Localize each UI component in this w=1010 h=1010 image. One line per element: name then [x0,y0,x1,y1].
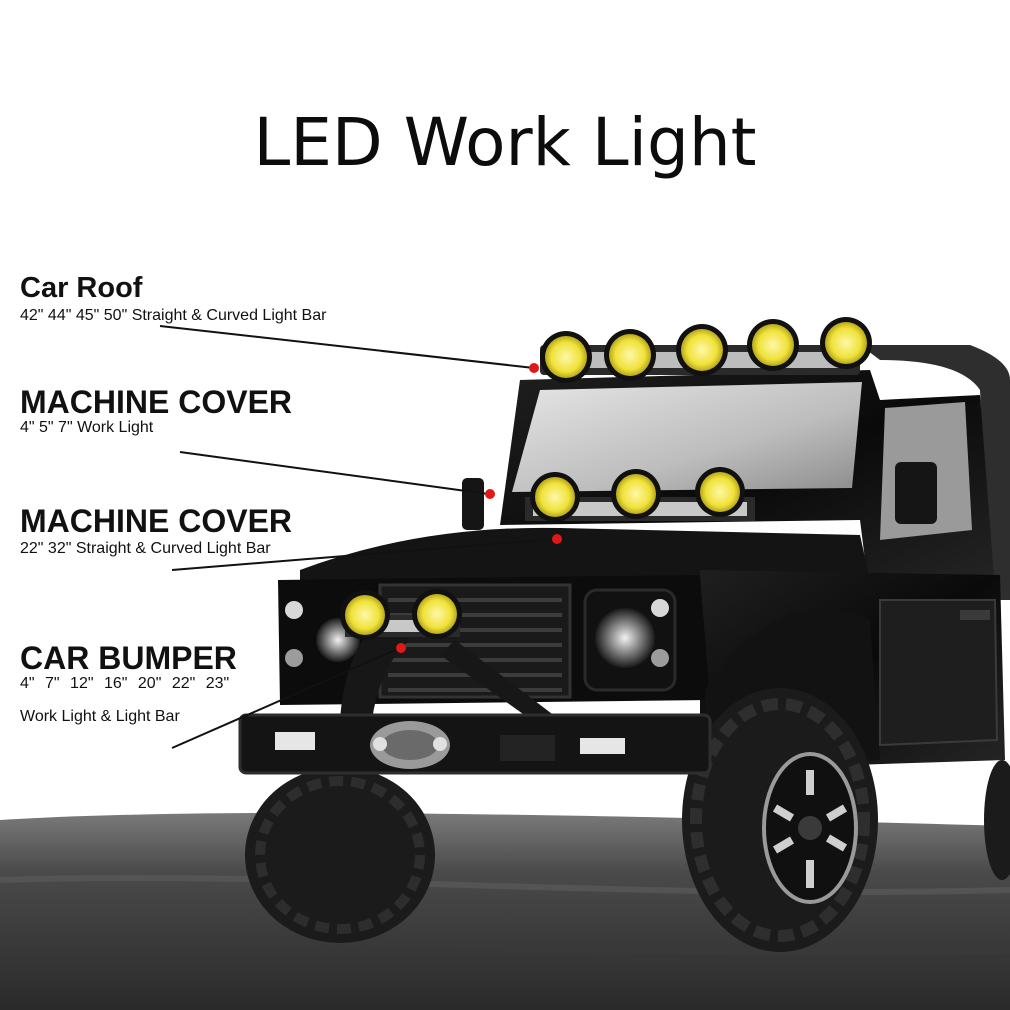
marker-bumper [396,643,406,653]
front-left-tire [245,767,435,943]
callout-heading-roof: Car Roof [20,272,143,304]
hood-work-lights [530,467,745,522]
side-mirror [895,462,937,524]
soft-top [860,345,1010,600]
callout-line-roof [159,325,535,369]
page-title: LED Work Light [253,104,757,181]
marker-roof [529,363,539,373]
callout-heading-bumper: CAR BUMPER [20,640,237,676]
bull-bar [340,620,410,720]
front-bumper [238,713,712,775]
marker-cover-1 [485,489,495,499]
callout-line-bumper [171,647,401,749]
callout-heading-cover-2: MACHINE COVER [20,503,293,539]
grille [378,583,572,699]
bumper-light-right [580,738,625,754]
door [879,599,999,747]
callout-detail-cover-1: 4" 5" 7" Work Light [20,419,154,436]
callout-detail-cover-2: 22" 32" Straight & Curved Light Bar [20,540,271,557]
left-mirror [462,478,484,530]
callout-detail-roof: 42" 44" 45" 50" Straight & Curved Light … [20,307,327,324]
bumper-work-lights [340,589,462,640]
windshield [512,382,862,492]
marker-cover-2 [552,534,562,544]
winch [370,721,450,769]
callout-line-cover-2 [171,538,557,571]
callout-detail-bumper-type: Work Light & Light Bar [20,708,180,725]
bumper-light-left [275,732,315,750]
callout-heading-cover-1: MACHINE COVER [20,384,293,420]
rear-tire [984,760,1010,880]
callout-line-cover-1 [179,451,489,495]
callout-detail-bumper-sizes: 4" 7" 12" 16" 20" 22" 23" [20,675,230,692]
roof-work-lights [540,317,872,383]
right-headlight [595,608,655,668]
